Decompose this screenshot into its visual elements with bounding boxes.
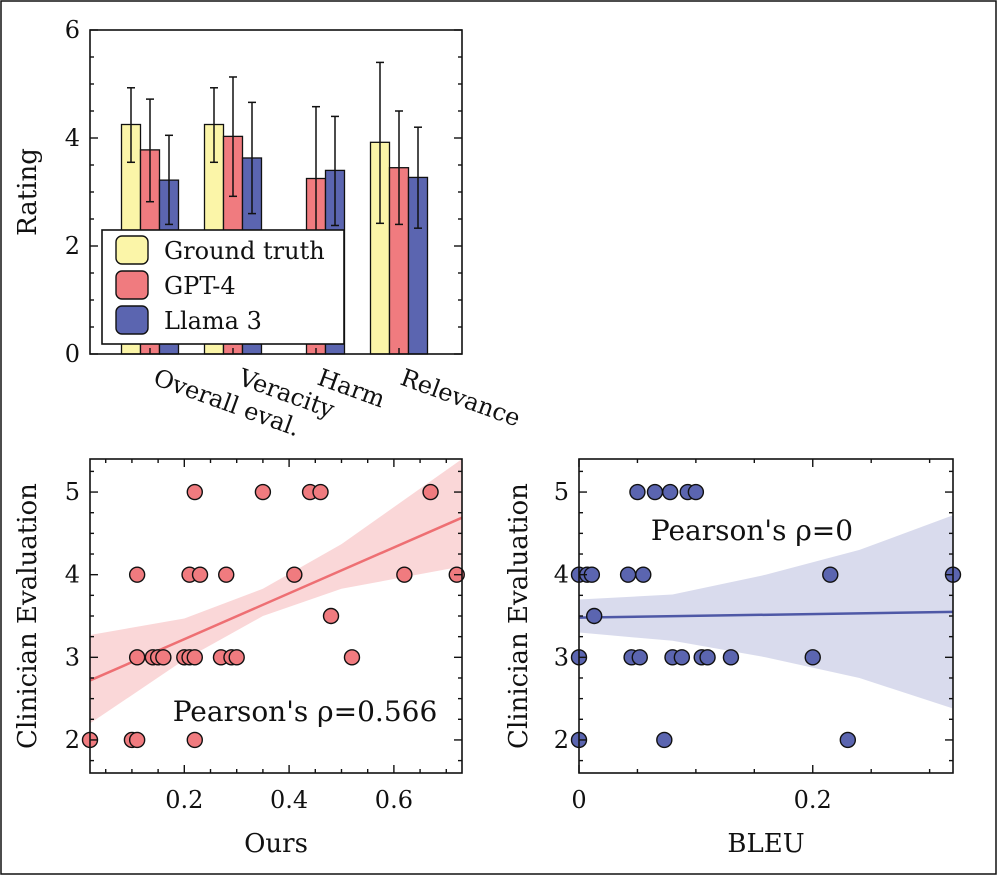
legend-label-2: Llama 3 <box>164 307 262 335</box>
sc2-y-tick-label: 4 <box>554 561 569 589</box>
sc1-x-tick-label: 0.4 <box>270 786 308 814</box>
sc1-point <box>396 566 413 583</box>
sc1-point <box>343 649 361 666</box>
sc2-point <box>629 483 646 501</box>
sc2-y-tick-label: 2 <box>554 726 569 754</box>
sc1-point <box>186 731 203 749</box>
sc2-point <box>619 566 637 583</box>
sc1-point <box>186 483 203 501</box>
legend-swatch-1 <box>115 270 149 300</box>
sc2-point <box>656 731 673 749</box>
sc1-point <box>422 483 439 501</box>
sc2-x-tick-label: 0 <box>571 786 586 814</box>
legend-swatch-0 <box>115 235 149 265</box>
scatter-ours-x-axis-label: Ours <box>244 829 308 859</box>
scatter-ours-y-axis-label: Clinician Evaluation <box>13 483 43 749</box>
sc2-point <box>822 566 839 583</box>
sc1-point <box>218 566 235 583</box>
sc2-x-tick-label: 0.2 <box>794 786 832 814</box>
sc2-point <box>839 731 857 749</box>
sc2-point <box>635 566 652 583</box>
scatter-bleu-panel: 2 3 4 5 0 0.2 Pearson's ρ=0 BLEU Clinician Ev… <box>504 458 962 859</box>
scatter-bleu-x-axis-label: BLEU <box>727 829 804 859</box>
scatter-ours-annotation: Pearson's ρ=0.566 <box>173 695 438 728</box>
sc2-point <box>661 483 679 501</box>
scatter-bleu-y-axis-label: Clinician Evaluation <box>504 483 534 749</box>
sc2-point <box>722 649 740 666</box>
sc1-point <box>254 483 272 501</box>
sc1-y-tick-label: 3 <box>65 643 80 671</box>
sc2-point <box>646 483 664 501</box>
sc1-y-tick-label: 5 <box>65 478 80 506</box>
sc1-point <box>228 649 245 666</box>
sc2-point <box>804 649 821 666</box>
scatter-ours-panel: 2 3 4 5 0.2 0.4 0.6 Pearson's ρ=0.566 Ours Cli… <box>13 458 465 859</box>
sc2-point <box>585 607 603 625</box>
sc2-confidence-band <box>579 515 953 709</box>
sc1-x-tick-label: 0.6 <box>375 786 413 814</box>
sc2-point <box>699 649 716 666</box>
sc1-point <box>155 649 172 666</box>
sc2-point <box>687 483 705 501</box>
sc2-regression-line <box>578 610 954 619</box>
bar-y-tick-label: 4 <box>65 124 80 152</box>
bar-y-tick-label: 6 <box>65 16 80 44</box>
sc1-point <box>128 649 146 666</box>
sc1-point <box>128 731 146 749</box>
bar-y-axis-label: Rating <box>13 148 43 236</box>
sc1-point <box>322 607 340 625</box>
legend-label-0: Ground truth <box>164 237 325 265</box>
scatter-bleu-annotation: Pearson's ρ=0 <box>651 514 853 547</box>
sc2-y-tick-label: 5 <box>554 478 569 506</box>
sc1-point <box>128 566 146 583</box>
sc1-y-tick-label: 2 <box>65 726 80 754</box>
sc2-point <box>673 649 691 666</box>
bar-y-tick-label: 2 <box>65 232 80 260</box>
sc1-point <box>312 483 329 501</box>
legend-swatch-2 <box>115 305 149 335</box>
sc1-point <box>186 649 203 666</box>
sc2-point <box>631 649 648 666</box>
sc1-x-tick-label: 0.2 <box>165 786 203 814</box>
sc1-point <box>286 566 303 583</box>
legend-label-1: GPT-4 <box>164 272 236 300</box>
bar-y-tick-label: 0 <box>65 340 80 368</box>
sc1-point <box>191 566 209 583</box>
sc2-y-tick-label: 3 <box>554 643 569 671</box>
sc1-y-tick-label: 4 <box>65 561 80 589</box>
